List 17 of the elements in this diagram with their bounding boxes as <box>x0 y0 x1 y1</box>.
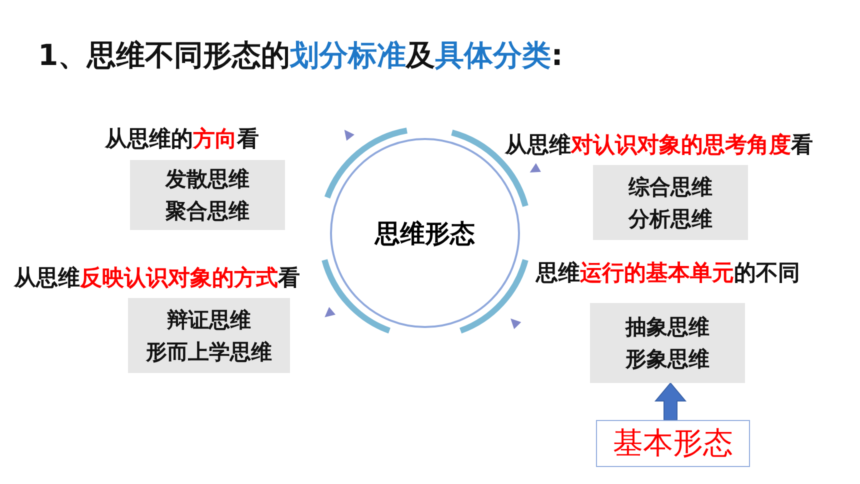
category-label: 形象思维 <box>626 346 710 373</box>
category-label: 聚合思维 <box>166 198 250 225</box>
heading-text: 从思维对认识对象的思考角度看 <box>505 132 813 160</box>
category-label: 综合思维 <box>628 174 712 200</box>
block-arrow <box>654 382 687 420</box>
category-label: 辩证思维 <box>167 306 251 334</box>
heading-text: 从思维反映认识对象的方式看 <box>14 264 300 293</box>
heading-text: 思维运行的基本单元的不同 <box>536 260 800 288</box>
category-label: 抽象思维 <box>626 314 710 341</box>
heading-text: 从思维的方向看 <box>105 126 259 154</box>
node-label: 思维形态 <box>375 218 475 250</box>
node-label: 基本形态 <box>613 425 733 463</box>
category-label: 形而上学思维 <box>146 338 272 366</box>
category-label: 分析思维 <box>628 206 712 232</box>
label-box <box>596 420 750 467</box>
title-text: 1、思维不同形态的划分标准及具体分类: <box>38 37 563 74</box>
category-label: 发散思维 <box>166 166 250 193</box>
